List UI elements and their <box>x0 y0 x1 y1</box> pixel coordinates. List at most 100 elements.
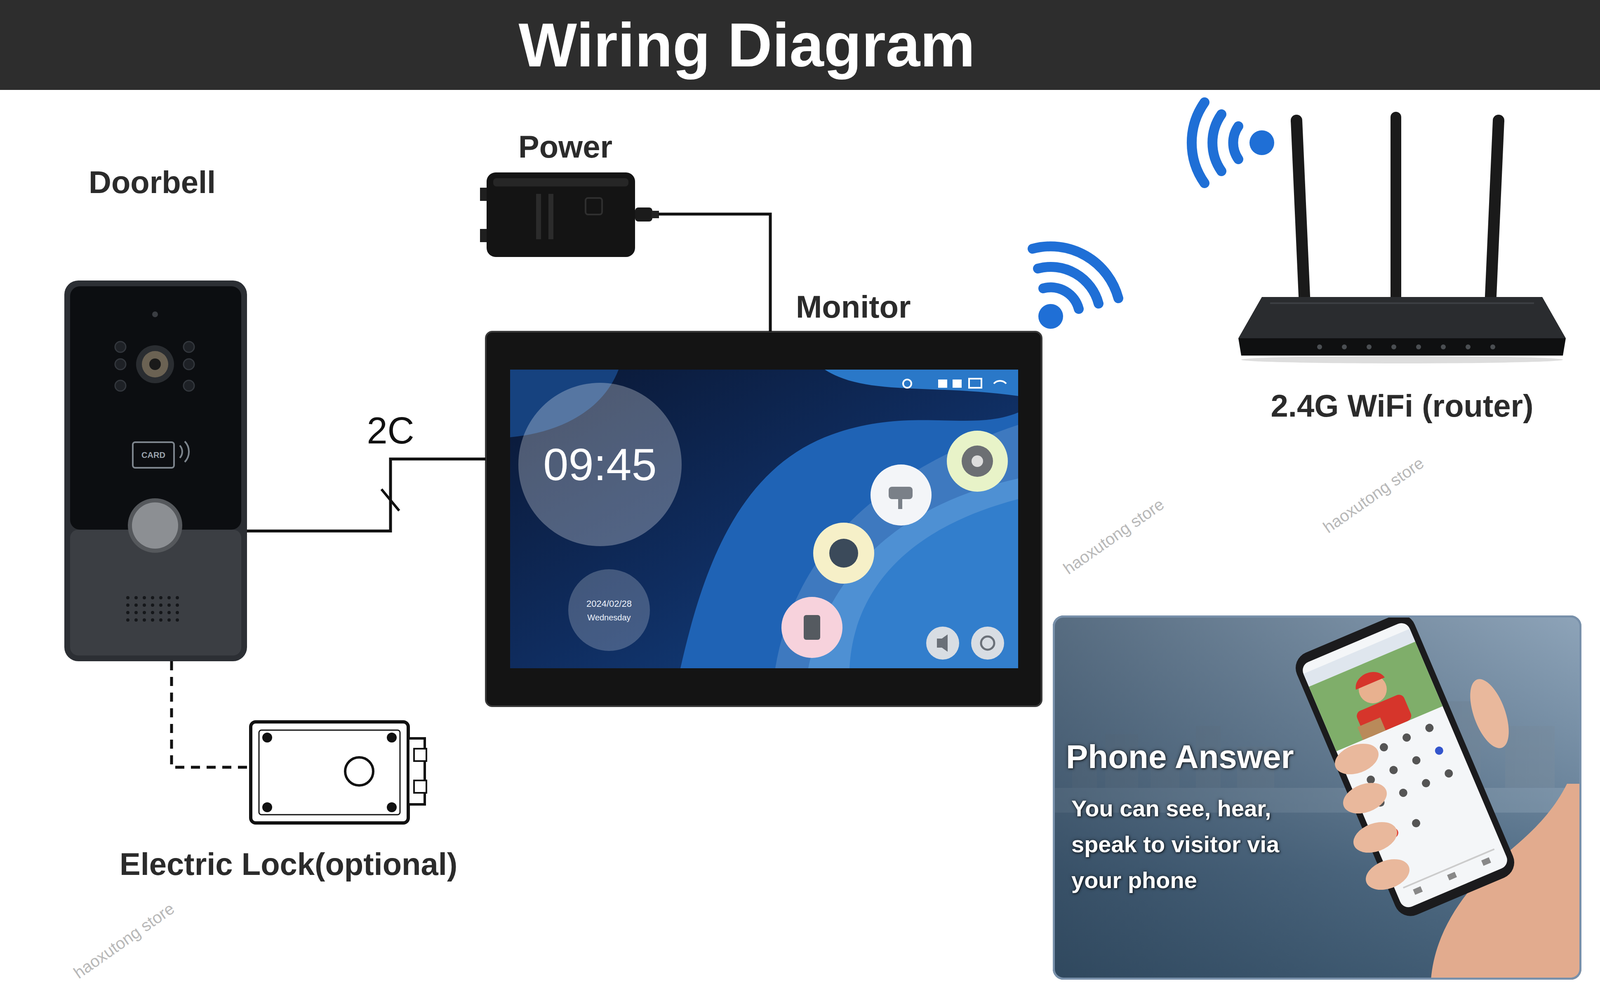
screen-weekday: Wednesday <box>587 612 631 623</box>
monitor-drawing-part <box>485 331 1042 706</box>
power-adapter-drawing-part <box>548 193 554 240</box>
node-heading: Phone Answer <box>1065 737 1295 776</box>
doorbell-device-part <box>183 380 195 391</box>
phone-answer-panel: Phone AnswerYou can see, hear, speak to … <box>1052 615 1582 980</box>
wifi-signal-symbol-part <box>1232 126 1239 160</box>
monitor-drawing-part <box>510 369 1019 669</box>
phone-answer-photo-part-part <box>1447 871 1457 880</box>
electric-lock-drawing-part <box>262 732 273 743</box>
doorbell-device-part <box>141 350 169 378</box>
node-heading: 2.4G WiFi (router) <box>1270 387 1534 424</box>
router-drawing-part <box>1317 344 1323 350</box>
router-drawing-part <box>1391 344 1397 350</box>
phone-answer-photo-part <box>1462 673 1517 753</box>
phone-answer-photo-part-part <box>1481 856 1492 866</box>
wifi-signal-symbol <box>1032 246 1119 329</box>
monitor-drawing-part-part <box>898 498 903 509</box>
electric-lock: Electric Lock(optional) <box>247 717 429 825</box>
monitor-drawing-part-part <box>969 378 982 388</box>
phone-answer-photo-part-part <box>1388 764 1399 776</box>
router-drawing-part <box>1492 114 1505 127</box>
wifi-signal-symbol-part <box>1032 246 1119 299</box>
monitor-drawing-part-part <box>568 569 650 651</box>
monitor-drawing-part-part <box>936 634 948 652</box>
router-drawing-part <box>1465 344 1471 350</box>
wifi-signal-symbol-part <box>1038 303 1064 329</box>
monitor-unit: Monitor <box>485 331 1042 706</box>
wifi-signal-symbol-part <box>1212 114 1222 172</box>
monitor-drawing-part-part <box>518 382 682 546</box>
node-heading: Power <box>518 128 613 165</box>
router-drawing-part <box>1440 344 1446 350</box>
monitor-drawing-part-part <box>926 626 960 660</box>
router-drawing-part <box>1238 296 1566 339</box>
phone-answer-photo-part <box>1330 737 1384 780</box>
electric-lock-drawing-part <box>262 802 273 812</box>
title-text: Wiring Diagram <box>518 0 975 90</box>
doorbell-device-part <box>136 345 175 384</box>
screen-date: 2024/02/28 <box>586 598 632 609</box>
monitor-drawing-part-part <box>824 369 1019 396</box>
wire-label: 2C <box>363 409 418 453</box>
doorbell-device-part <box>115 358 126 370</box>
card-reader-text: CARD <box>141 450 166 460</box>
phone-answer-photo-part <box>1349 816 1402 859</box>
doorbell-device <box>64 280 248 662</box>
monitor-drawing-part-part <box>888 486 913 499</box>
watermark: haoxutong store <box>1319 453 1427 537</box>
doorbell-device-part <box>126 592 184 622</box>
doorbell-device-part <box>70 286 242 530</box>
wire-connector <box>658 214 771 332</box>
doorbell-device-part <box>115 341 126 353</box>
electric-lock-drawing-part <box>250 721 409 823</box>
power-adapter-drawing-part <box>635 207 653 222</box>
phone-answer-photo-part-part <box>1411 754 1422 766</box>
router-drawing-part <box>1416 344 1422 350</box>
power-adapter-drawing-part <box>486 172 636 257</box>
phone-answer-photo-part-part <box>1308 641 1443 751</box>
phone-answer-photo-part <box>1052 615 1582 980</box>
monitor-drawing-part-part <box>946 430 1008 492</box>
power-adapter-drawing-part <box>493 178 629 187</box>
phone-answer-photo-part-part <box>1402 848 1495 889</box>
node-heading: Doorbell <box>88 164 216 200</box>
monitor-drawing-part-part <box>981 636 995 650</box>
doorbell-device-part <box>131 502 179 549</box>
wifi-signal-symbol <box>1191 102 1275 184</box>
wifi-signal-symbol-part <box>1037 266 1099 304</box>
phone-answer-photo-part-part <box>1423 722 1435 733</box>
doorbell-device-part <box>115 380 126 391</box>
monitor-drawing-part-part <box>813 522 875 584</box>
router-drawing-part <box>1290 114 1303 127</box>
phone-answer-photo-part-part <box>1420 777 1432 789</box>
monitor-drawing-part-part <box>775 424 1019 669</box>
monitor-drawing-part-part <box>829 538 859 568</box>
electric-lock-drawing-part <box>414 748 427 761</box>
router-drawing-part <box>1390 117 1402 302</box>
monitor-drawing-part-part <box>938 379 948 388</box>
power-adapter-drawing <box>480 172 659 257</box>
phone-answer-photo-part-part <box>1443 767 1455 779</box>
power-adapter-drawing-part <box>651 210 659 219</box>
phone-answer-photo-part-part <box>1412 886 1423 895</box>
phone-answer-photo-part-part <box>1410 817 1422 829</box>
phone-answer-photo-part-part <box>1433 745 1445 756</box>
doorbell-device-part <box>132 442 175 468</box>
phone-answer-photo-part-part <box>1357 717 1386 740</box>
title-bar <box>0 0 1600 90</box>
monitor-drawing-part-part <box>680 412 1019 669</box>
monitor-drawing-part-part <box>781 596 843 658</box>
doorbell-device-part <box>183 341 195 353</box>
router-drawing-part <box>1238 338 1566 356</box>
phone-answer-photo-part-part <box>1397 787 1409 798</box>
phone-answer-photo-part <box>1290 615 1520 921</box>
router-drawing-part <box>1341 344 1347 350</box>
router-drawing-part <box>1241 355 1563 364</box>
router-drawing-part <box>1366 344 1372 350</box>
doorbell-unit: Doorbell <box>64 280 248 662</box>
watermark: haoxutong store <box>1059 494 1168 578</box>
power-adapter: Power <box>482 168 659 260</box>
doorbell-device-part <box>149 358 161 370</box>
wifi-signal-symbol-part <box>1043 287 1079 309</box>
power-adapter-drawing-part <box>536 193 542 240</box>
